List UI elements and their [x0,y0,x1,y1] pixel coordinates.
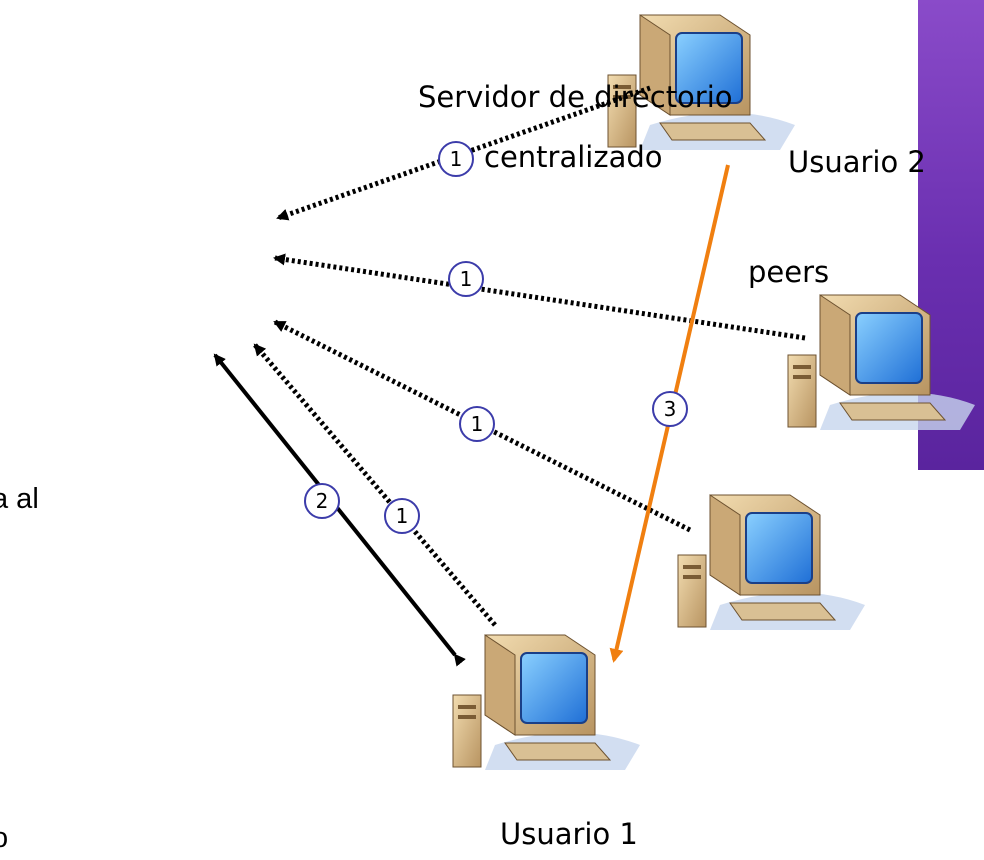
step-number: 1 [460,267,473,291]
step-badge-register-low: 1 [459,406,495,442]
register-arrow-peer-a [273,253,806,341]
left-partial-text: a al [0,483,39,515]
computer-icon-peer-a [787,294,976,431]
bottom-left-partial-text: o [0,822,9,854]
step-number: 1 [450,147,463,171]
server-label-line2: centralizado [484,140,663,174]
step-badge-register-mid: 1 [448,261,484,297]
step-number: 1 [471,412,484,436]
step-badge-register-user1: 1 [384,498,420,534]
user1-label: Usuario 1 [500,817,638,851]
computer-icon-user1 [452,634,641,771]
peers-label: peers [748,255,830,289]
step-number: 2 [316,489,329,513]
server-label-line1: Servidor de directorio [418,80,733,114]
register-arrow-user1 [253,343,497,627]
step-badge-query: 2 [304,483,340,519]
step-number: 3 [664,397,677,421]
user2-label: Usuario 2 [788,145,926,179]
step-number: 1 [396,504,409,528]
step-badge-register-top: 1 [438,141,474,177]
step-badge-transfer: 3 [652,391,688,427]
computer-icon-peer-b [677,494,866,631]
